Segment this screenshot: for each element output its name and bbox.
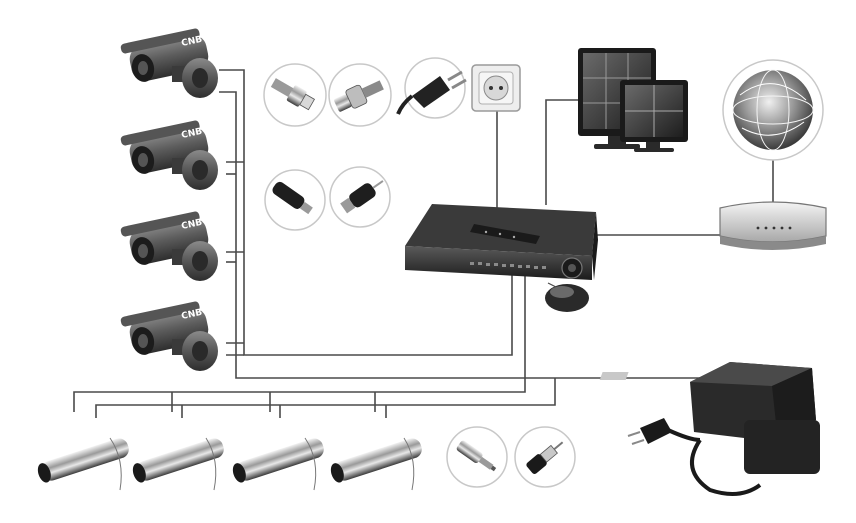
camera-brand-label: CNB	[181, 308, 204, 322]
router-icon	[719, 201, 827, 250]
dc-plug-circle-2	[329, 166, 391, 228]
bnc-connector-circle-2	[328, 63, 392, 127]
microphone-2	[132, 437, 224, 491]
audio-jack-circle	[446, 426, 508, 488]
internet-globe	[722, 59, 824, 161]
cctv-camera-icon: CNB	[120, 301, 218, 371]
cctv-camera-icon: CNB	[120, 28, 218, 98]
wall-socket-icon	[478, 71, 514, 105]
dc-power-plug-icon	[340, 180, 384, 214]
mouse	[545, 282, 589, 312]
bnc-connector-icon	[270, 78, 316, 111]
microphone-icon	[132, 438, 224, 483]
audio-jack-icon	[456, 440, 497, 472]
globe-internet-icon	[732, 69, 814, 151]
camera-brand-label: CNB	[181, 35, 204, 49]
wall-socket	[471, 64, 521, 112]
microphone-3	[232, 437, 324, 491]
microphone-4	[330, 437, 422, 491]
remote-control-icon	[470, 224, 540, 244]
cctv-camera-3: CNB	[120, 211, 218, 281]
cctv-camera-4: CNB	[120, 301, 218, 371]
dc-power-plug-icon	[272, 181, 313, 215]
monitor-icon	[620, 80, 688, 152]
dc-plug-circle-1	[264, 169, 326, 231]
camera-brand-label: CNB	[181, 218, 204, 232]
mouse-icon	[545, 282, 589, 312]
monitors	[578, 48, 688, 152]
microphone-icon	[330, 438, 422, 483]
eu-plug-circle	[396, 57, 467, 119]
bnc-connector-circle-1	[263, 63, 327, 127]
din-connector-circle	[514, 426, 576, 488]
camera-brand-label: CNB	[181, 127, 204, 141]
microphone-icon	[37, 438, 129, 483]
microphone-icon	[232, 438, 324, 483]
cctv-camera-1: CNB	[120, 28, 218, 98]
cctv-camera-2: CNB	[120, 120, 218, 190]
dvr	[405, 204, 598, 280]
din-connector-icon	[526, 441, 564, 474]
power-adapter	[599, 362, 820, 496]
eu-power-plug-icon	[396, 70, 467, 115]
dvr-recorder-icon	[405, 204, 598, 280]
microphone-1	[37, 437, 129, 491]
bnc-connector-icon	[334, 80, 384, 112]
power-adapter-icon	[599, 362, 820, 496]
router	[719, 201, 827, 250]
cctv-camera-icon: CNB	[120, 120, 218, 190]
cctv-camera-icon: CNB	[120, 211, 218, 281]
